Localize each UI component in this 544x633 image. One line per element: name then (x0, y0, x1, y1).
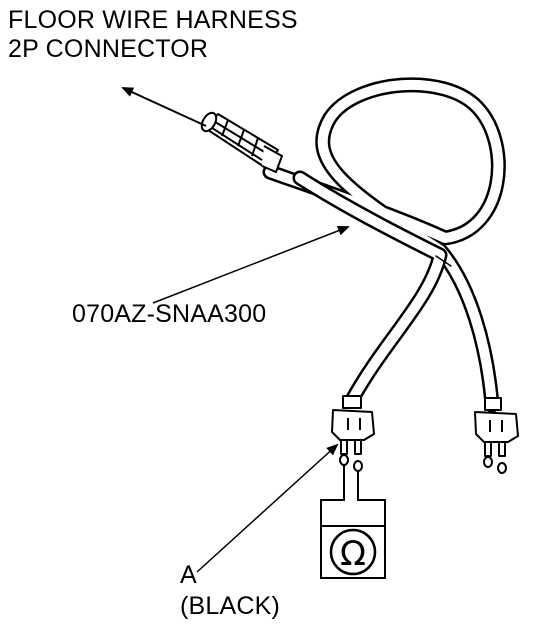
test-lead-right (474, 397, 519, 474)
ohmmeter-icon: Ω (329, 528, 377, 576)
connector-arrow (121, 87, 207, 127)
connector-label-line2: 2P CONNECTOR (8, 35, 209, 63)
test-lead-a-black (331, 395, 375, 472)
harness-cable (262, 77, 506, 413)
lead-a-color-label: (BLACK) (180, 592, 281, 620)
floor-harness-2p-connector (200, 111, 283, 173)
lead-a-letter-label: A (180, 561, 197, 589)
harness-part-number-label: 070AZ-SNAA300 (72, 300, 267, 328)
connector-label-line1: FLOOR WIRE HARNESS (8, 6, 298, 34)
lead-a-leader (196, 443, 339, 573)
part-number-leader (152, 225, 350, 304)
ohm-symbol: Ω (340, 534, 366, 574)
